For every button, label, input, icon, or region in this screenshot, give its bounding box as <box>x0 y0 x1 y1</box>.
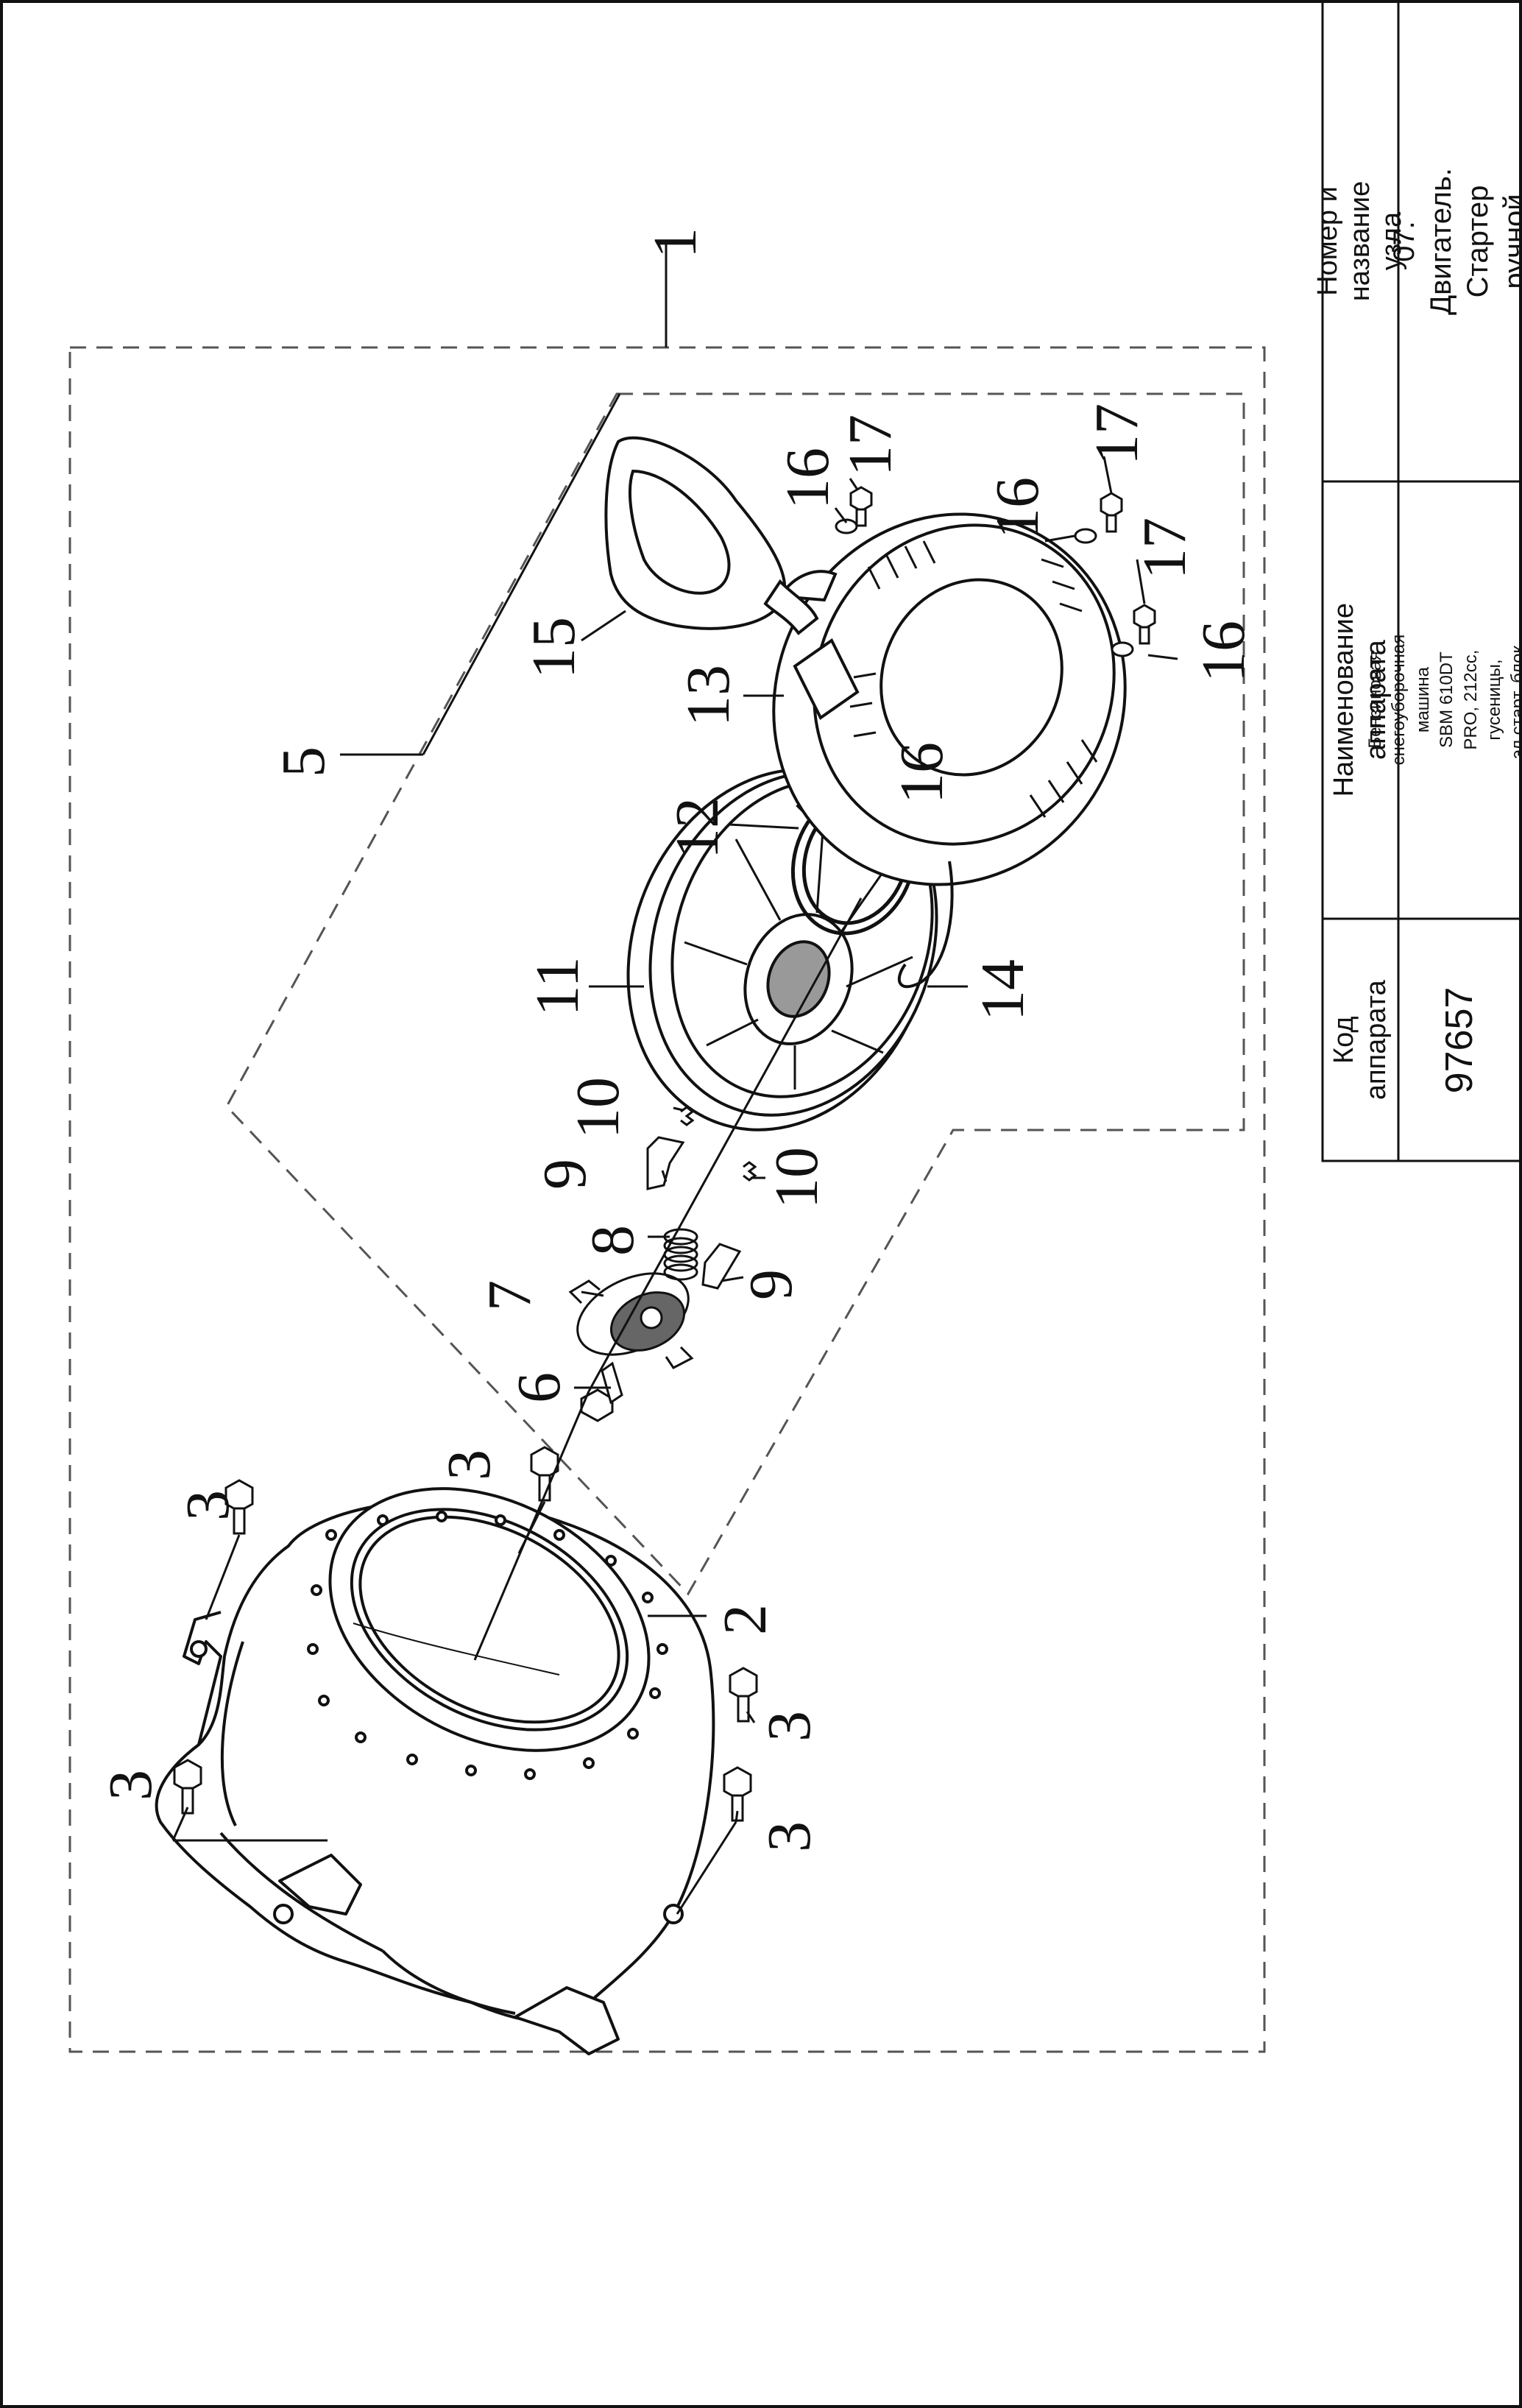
value-assembly-cell: 07. Двигатель. Стартер ручной <box>1388 1 1522 481</box>
value-code: 97657 <box>1438 986 1481 1093</box>
value-device-name-cell: Бензиновая снегоуборочная машина SBM 610… <box>1365 481 1522 919</box>
starter-cover-part-13 <box>772 512 1127 886</box>
bolts-part-3 <box>173 1446 758 1822</box>
value-device-name-line-1: Бензиновая снегоуборочная машина <box>1365 635 1434 766</box>
value-device-name-line-3: эл.старт, блок. дифф.// Denzel <box>1508 640 1522 760</box>
washers-part-16 <box>835 518 1134 657</box>
value-assembly-line-1: 07. Двигатель. Стартер <box>1388 168 1494 315</box>
callout-3e: 3 <box>96 1770 165 1801</box>
callout-14: 14 <box>969 959 1037 1021</box>
callout-13: 13 <box>674 665 743 727</box>
part-callouts: 1 2 3 3 3 3 3 5 6 7 8 9 9 10 10 11 12 13… <box>96 227 1258 1852</box>
value-code-cell: 97657 <box>1398 919 1521 1161</box>
boundary-part-5 <box>225 392 1245 1596</box>
value-assembly: 07. Двигатель. Стартер ручной <box>1386 168 1522 315</box>
callout-3d: 3 <box>755 1821 824 1852</box>
callout-1: 1 <box>641 227 709 258</box>
spring-part-8 <box>663 1228 698 1281</box>
pawls-part-9 <box>646 1136 742 1290</box>
value-device-name-line-2: SBM 610DT PRO, 212cc, гусеницы, <box>1437 649 1505 751</box>
callout-11: 11 <box>523 957 592 1017</box>
callout-17b: 17 <box>1083 403 1151 465</box>
callout-3b: 3 <box>435 1450 503 1480</box>
fan-housing-part-2 <box>155 1487 715 2055</box>
value-assembly-line-2: ручной <box>1498 194 1522 289</box>
callout-16b: 16 <box>983 477 1052 539</box>
callout-8: 8 <box>578 1225 647 1256</box>
callout-2: 2 <box>711 1604 779 1635</box>
title-block-grid <box>1321 0 1522 1162</box>
callout-3a: 3 <box>174 1490 242 1521</box>
starter-rope-part-14 <box>897 861 954 989</box>
callout-10b: 10 <box>762 1147 831 1209</box>
callout-5: 5 <box>269 746 338 777</box>
callout-6: 6 <box>505 1372 573 1403</box>
callout-7: 7 <box>475 1280 544 1311</box>
header-code: Код аппарата <box>1328 980 1392 1100</box>
callout-9a: 9 <box>531 1159 599 1190</box>
ratchet-part-7 <box>568 1272 694 1369</box>
value-device-name: Бензиновая снегоуборочная машина SBM 610… <box>1364 635 1522 766</box>
callout-16d: 16 <box>1189 621 1258 682</box>
callout-17c: 17 <box>1130 518 1199 579</box>
screw-part-6 <box>580 1361 623 1422</box>
callout-10a: 10 <box>564 1077 632 1139</box>
callout-16c: 16 <box>888 742 956 804</box>
leader-lines <box>171 243 1178 1915</box>
starter-handle-part-15 <box>604 436 819 635</box>
callout-17a: 17 <box>836 414 905 476</box>
callout-16a: 16 <box>774 448 842 509</box>
callout-9b: 9 <box>737 1269 805 1300</box>
callout-15: 15 <box>520 617 588 679</box>
callout-3c: 3 <box>755 1711 824 1742</box>
header-code-cell: Код аппарата <box>1323 919 1398 1161</box>
callout-12: 12 <box>663 797 732 859</box>
bolts-part-17 <box>849 486 1156 645</box>
